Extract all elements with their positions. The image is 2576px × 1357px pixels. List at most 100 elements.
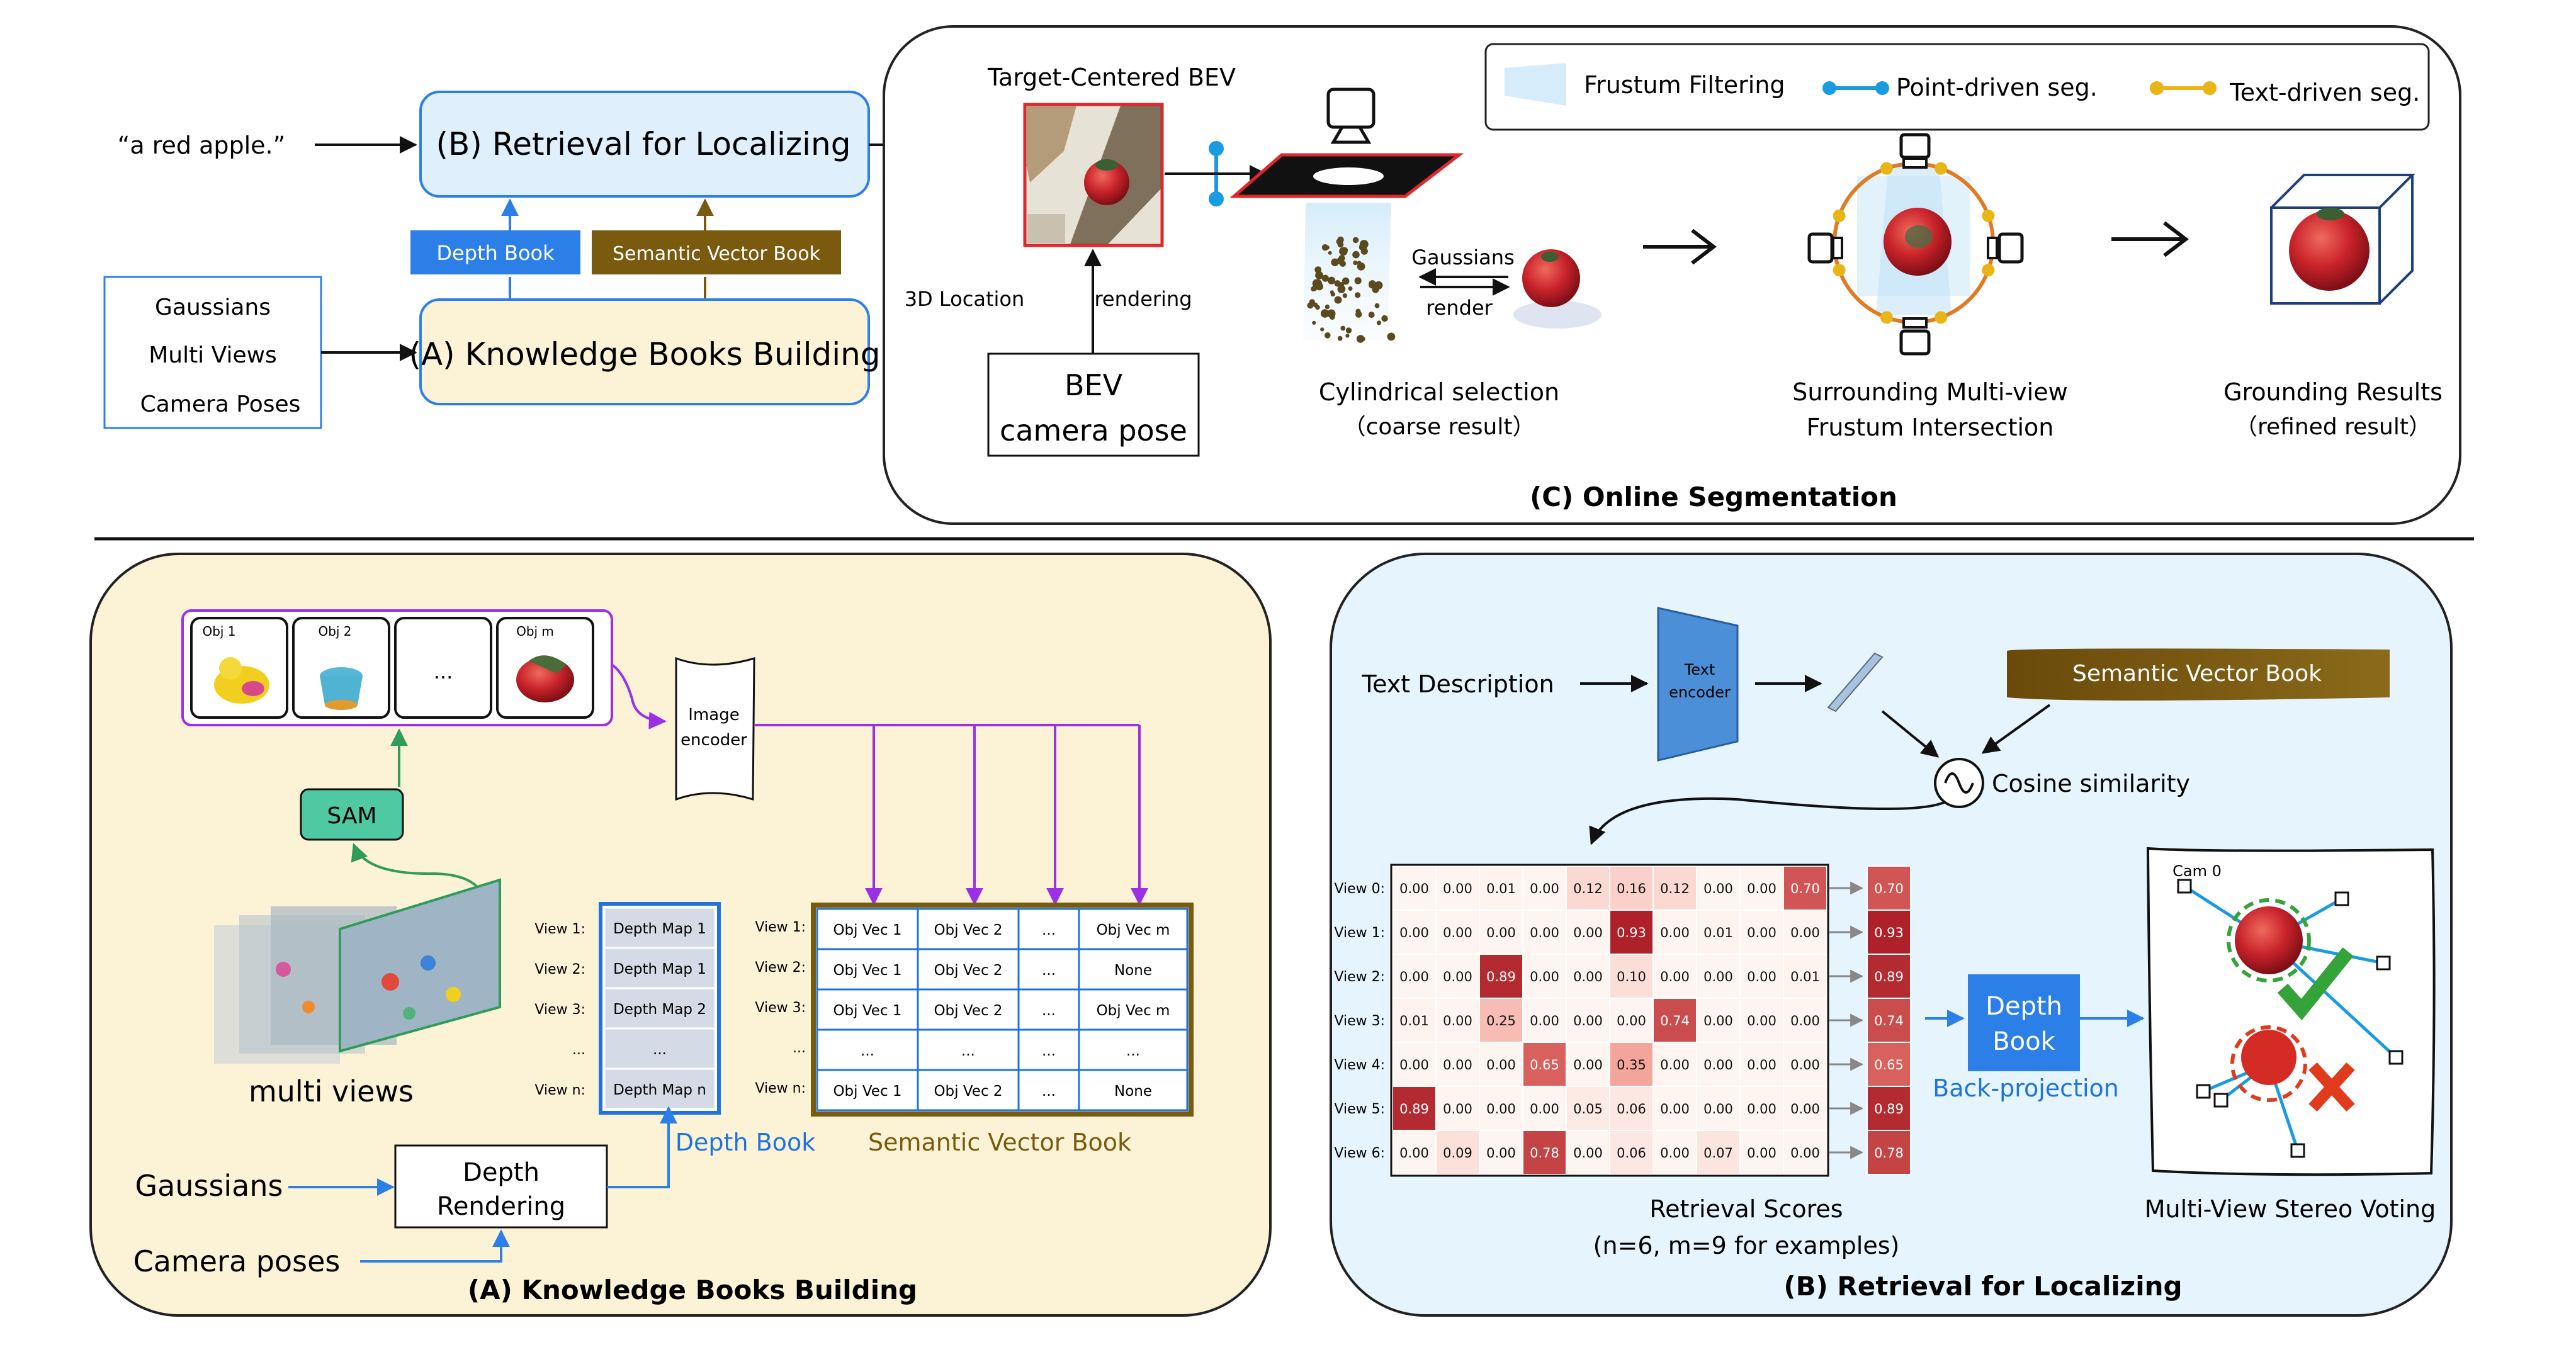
text-encoder-line2: encoder [1669,684,1731,701]
back-projection-label: Back-projection [1933,1074,2119,1102]
depth-book-tag[interactable] [410,230,580,274]
cyl-caption-2: （coarse result） [1343,414,1535,440]
text-encoder[interactable] [1657,607,1739,762]
heatmap-value: 0.00 [1399,1146,1429,1161]
gaussian-point [1387,332,1396,341]
semantic-cell [917,1069,1020,1112]
semantic-book-tag[interactable] [592,230,841,274]
heatmap-value: 0.00 [1399,881,1429,896]
gaussian-point [1376,320,1382,325]
heatmap-value: 0.00 [1790,1101,1820,1117]
heatmap-value: 0.10 [1617,969,1646,984]
heatmap-value: 0.00 [1747,925,1777,940]
retrieval-caption-1: Retrieval Scores [1649,1195,1843,1223]
retrieval-box-label: (B) Retrieval for Localizing [436,126,851,162]
gaussian-point [1320,309,1330,318]
heatmap-value: 0.01 [1399,1013,1429,1028]
query-text: “a red apple.” [118,132,286,159]
text-seg-dot [1982,264,1995,277]
gaussian-point [1369,280,1376,288]
render-to-depthbook-arrow [607,1106,677,1188]
gaussian-point [1312,320,1316,325]
gaussian-point [1325,245,1330,250]
mvs-camera-icon [2196,1084,2211,1099]
heatmap-value: 0.70 [1790,881,1820,896]
input-camera-poses: Camera Poses [140,391,301,417]
rendering-label: rendering [1094,287,1192,311]
heatmap-row-label: View 5: [1334,1101,1385,1117]
poses-to-render-arrow [360,1229,510,1263]
heatmap-value: 0.00 [1573,1013,1603,1028]
heatmap-value: 0.25 [1486,1013,1516,1028]
depth-cell-label: Depth Map 1 [613,961,706,977]
semantic-cell-label: ... [961,1043,975,1059]
image-encoder[interactable] [675,656,755,801]
semantic-cell [1017,988,1080,1031]
text-seg-dot [1833,209,1846,222]
semantic-book-tag-label: Semantic Vector Book [613,243,821,265]
gaussian-point [1345,334,1350,338]
kb-gaussians-label: Gaussians [135,1169,283,1203]
semantic-cell-label: ... [1042,1003,1056,1019]
heatmap-value: 0.01 [1703,925,1733,940]
loc-label: 3D Location [905,287,1025,311]
obj-crop-m[interactable]: Obj m [496,617,594,719]
heatmap-cell [1783,1042,1827,1087]
cosine-wave [1944,772,1974,794]
max-score-value: 0.70 [1874,881,1904,896]
bev-image [1023,103,1164,247]
kb-camera-poses-label: Camera poses [133,1244,341,1278]
semantic-cell [1078,908,1189,950]
gaussian-point [1337,241,1344,248]
heatmap-value: 0.07 [1703,1146,1733,1161]
ret-depth-book[interactable] [1968,974,2080,1071]
gaussian-point [1330,290,1335,295]
bev-title: Target-Centered BEV [987,64,1236,91]
heatmap-cell [1435,865,1480,911]
gaussian-point [1342,247,1348,254]
gaussian-point [1334,296,1342,304]
cosine-label: Cosine similarity [1992,770,2190,797]
heatmap-value: 0.00 [1530,1013,1559,1028]
heatmap-value: 0.93 [1617,925,1646,940]
depth-render-box[interactable] [394,1144,608,1229]
gaussian-point [1337,236,1344,244]
heatmap-value: 0.00 [1530,1101,1559,1117]
heatmap-value: 0.00 [1747,881,1777,896]
max-score-cell [1867,865,1911,911]
bev-point-dot-b [1209,191,1224,206]
heatmap-value: 0.00 [1660,969,1690,984]
cylinder [1303,203,1391,340]
kb-box[interactable] [419,298,870,405]
heatmap-value: 0.74 [1660,1013,1690,1028]
heatmap-value: 0.00 [1486,1146,1516,1161]
gaussian-point [1342,277,1350,285]
semantic-book-banner[interactable] [2007,648,2390,701]
text-encoder-line1: Text [1684,661,1715,678]
depth-cell-label: Depth Map n [613,1082,706,1098]
semantic-cell [816,1028,919,1071]
heatmap-value: 0.00 [1443,969,1472,984]
semantic-cell-label: Obj Vec 2 [934,1003,1002,1019]
semantic-cell [816,988,919,1031]
heatmap-value: 0.00 [1486,1057,1516,1073]
heatmap-cell [1479,1086,1523,1131]
bev-pose-box[interactable] [987,352,1200,457]
legend-box [1484,43,2430,131]
depth-book-title: Depth Book [675,1129,815,1156]
gaussian-point [1355,292,1361,298]
obj-crop-1[interactable]: Obj 1 [190,617,288,719]
ret-depth-book-line2: Book [1992,1027,2055,1056]
bev-point-dot-a [1209,141,1224,156]
semantic-cell-label: None [1114,962,1152,979]
semantic-cell [917,948,1020,991]
obj-crop-2[interactable]: Obj 2 [292,617,390,719]
obj-m-label: Obj m [516,624,554,639]
multi-views-label: multi views [249,1074,414,1108]
gaussian-point [1368,312,1375,318]
depth-cell [603,987,716,1030]
heatmap-value: 0.00 [1486,925,1516,940]
sam-box[interactable] [300,788,404,841]
